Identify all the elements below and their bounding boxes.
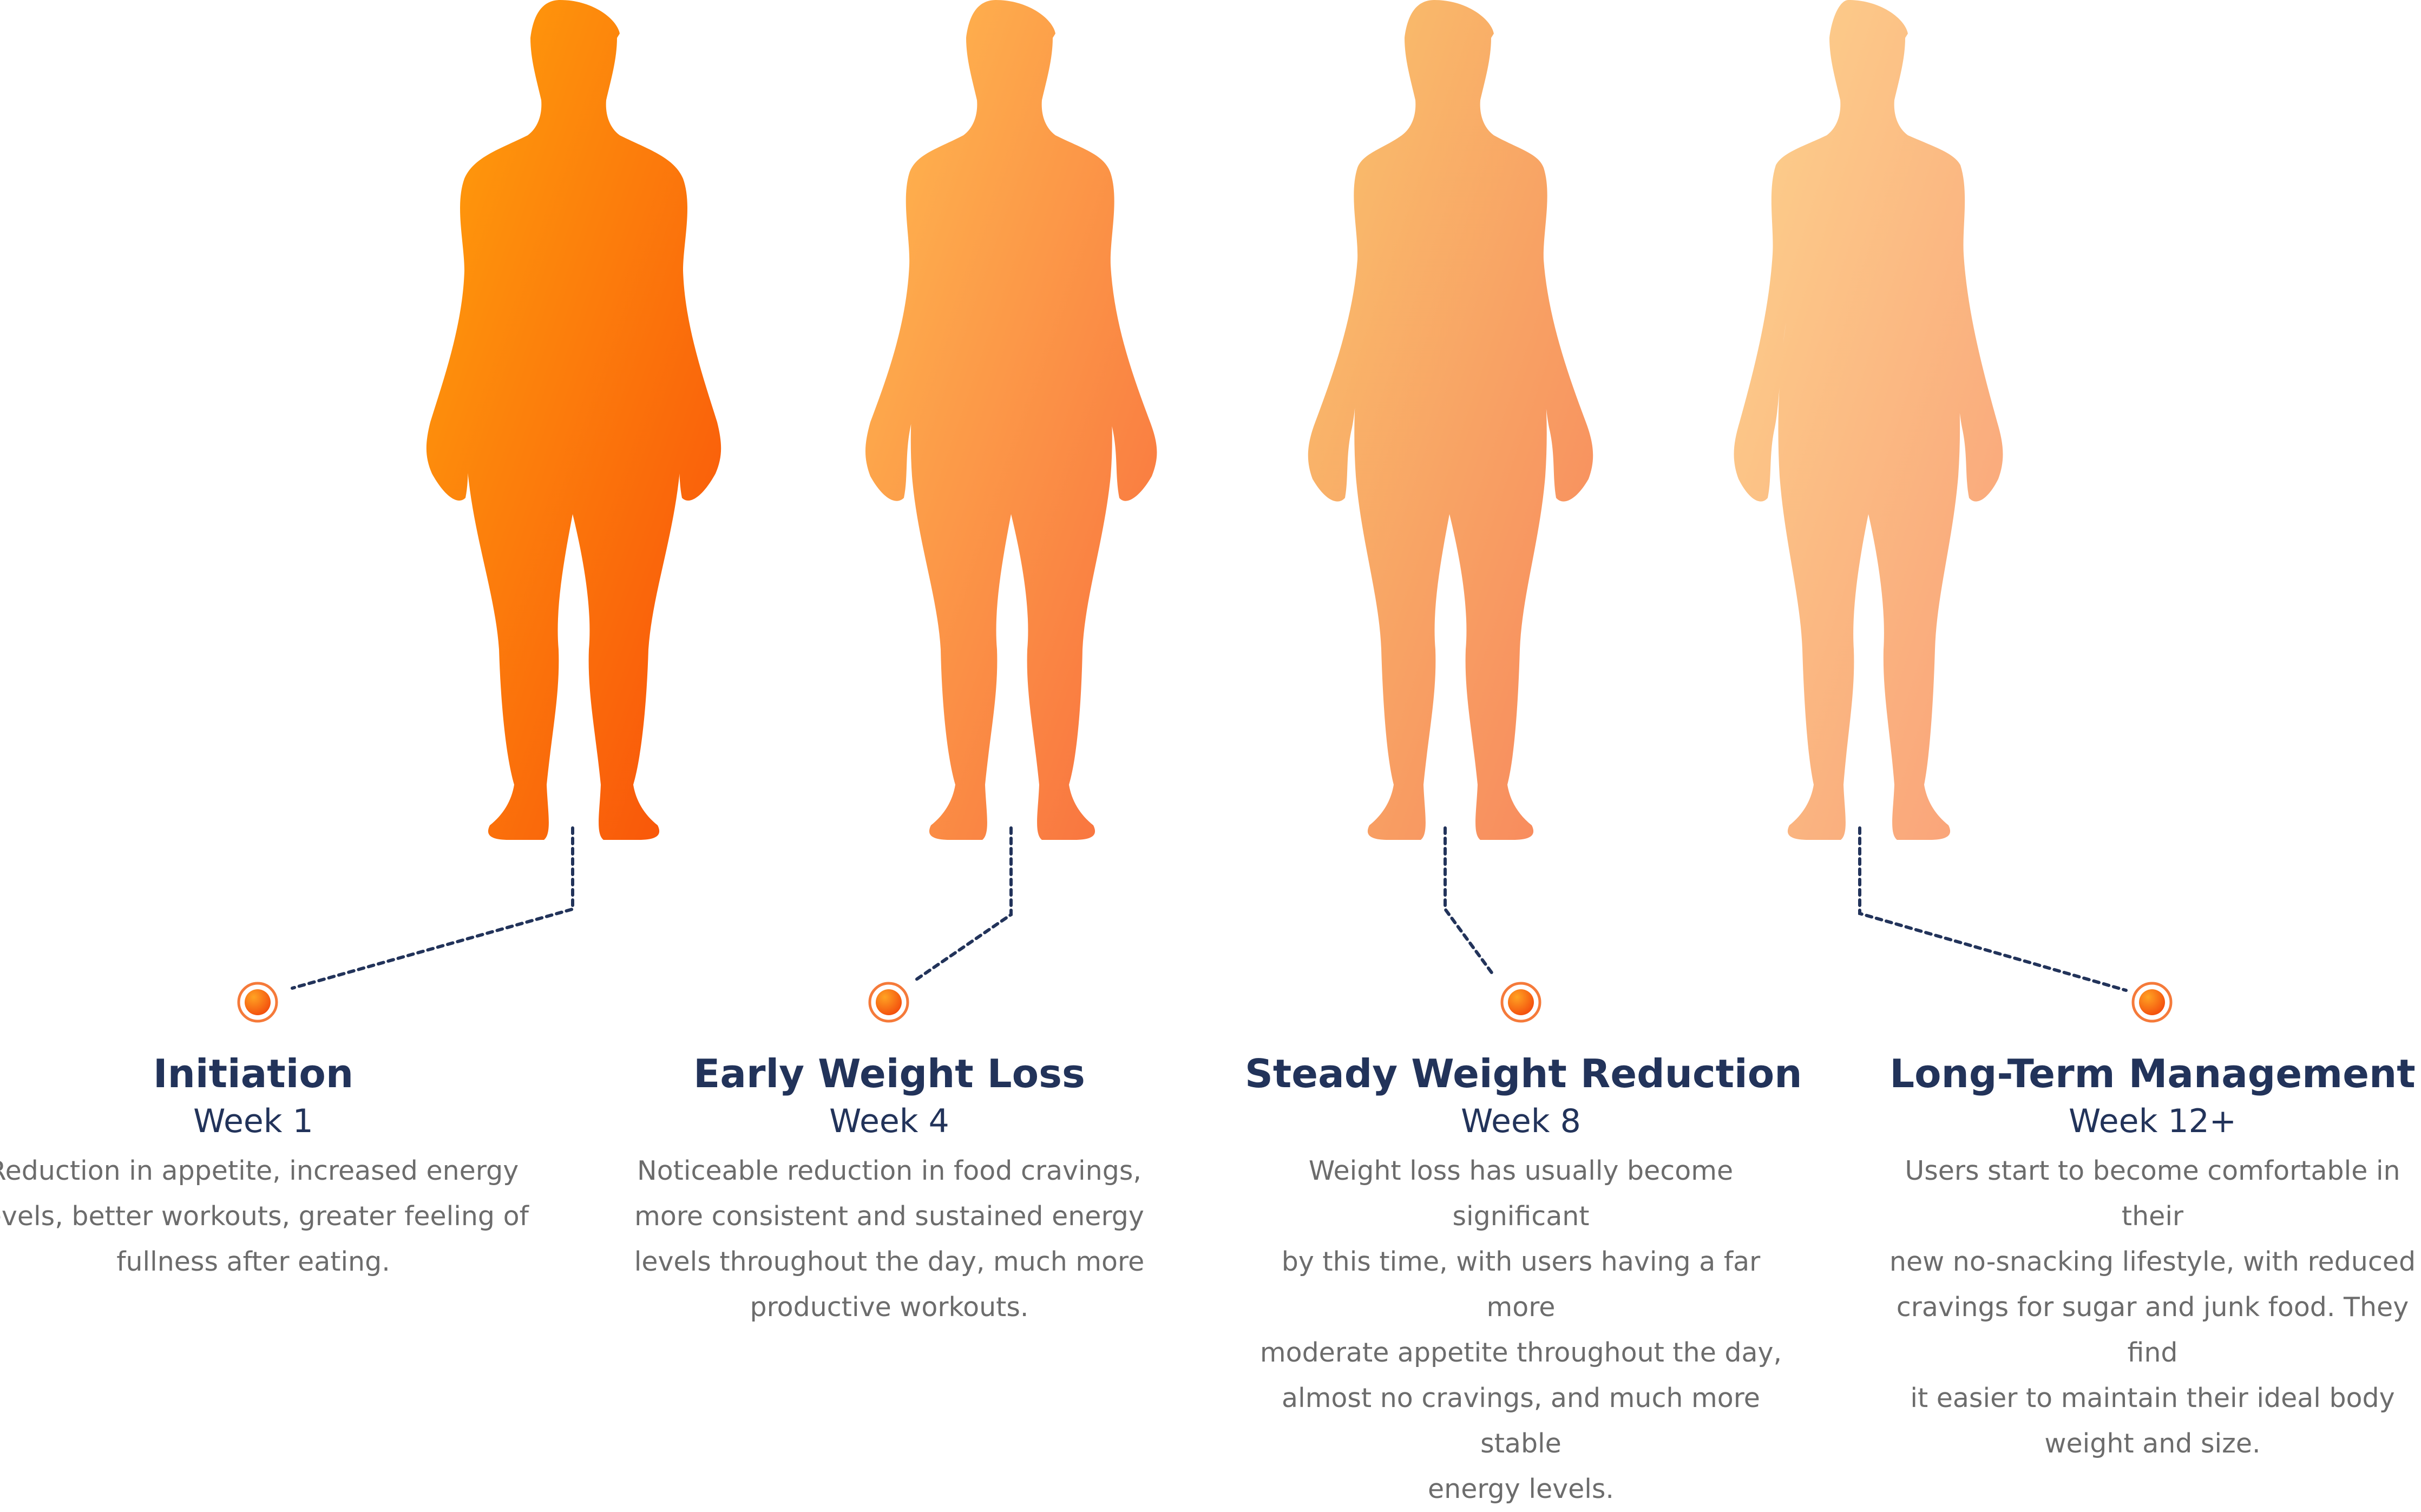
stage-description: Weight loss has usually become significa… [1259,1155,1782,1505]
stage-week: Week 12+ [2068,1102,2237,1141]
figure-week-4 [865,0,1157,840]
stage-early-weight-loss: Early Weight Loss Week 4 Noticeable redu… [613,1051,1165,1330]
body-progression-illustration [237,0,2173,1023]
figure-week-1 [426,0,721,840]
connector-week-8 [1444,826,1494,976]
stage-title: Initiation [153,1051,354,1096]
connector-week-4 [913,826,1013,982]
stage-initiation: Initiation Week 1 Reduction in appetite,… [0,1051,529,1285]
stage-week: Week 1 [193,1102,313,1141]
stage-description: Reduction in appetite, increased energy … [0,1155,529,1278]
figure-week-8 [1308,0,1593,840]
stage-description: Noticeable reduction in food cravings, m… [634,1155,1145,1323]
stage-description: Users start to become comfortable in the… [1889,1155,2416,1460]
stage-title: Long-Term Management [1889,1051,2416,1096]
connector-week-1 [291,826,574,990]
stage-steady-weight-reduction: Steady Weight Reduction Week 8 Weight lo… [1245,1051,1802,1512]
stage-title: Early Weight Loss [693,1051,1085,1096]
timeline-dot-icon-week-8 [1500,982,1541,1023]
stage-long-term-management: Long-Term Management Week 12+ Users star… [1877,1051,2421,1467]
timeline-dot-icon-week-12 [2131,982,2173,1023]
connector-week-12 [1858,826,2128,992]
figure-week-12 [1734,0,2003,840]
stage-week: Week 8 [1461,1102,1581,1141]
timeline-dot-icon-week-1 [237,982,278,1023]
timeline-dot-icon-week-4 [868,982,909,1023]
stage-title: Steady Weight Reduction [1245,1051,1802,1096]
stage-week: Week 4 [829,1102,949,1141]
